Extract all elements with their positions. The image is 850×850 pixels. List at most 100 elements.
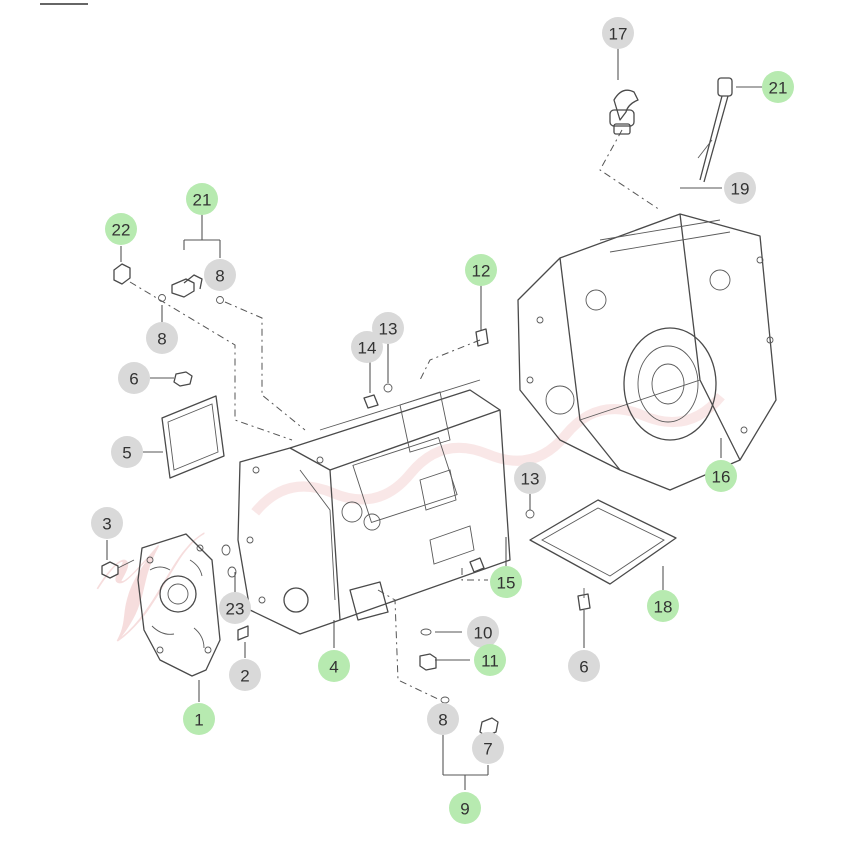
- callout-circle: [186, 183, 218, 215]
- callout-circle: [229, 659, 261, 691]
- callout-label: 8: [157, 330, 166, 349]
- callout-c14: 14: [351, 331, 383, 363]
- stud-part: [475, 328, 489, 347]
- callout-label: 22: [112, 221, 131, 240]
- cover-plate-part: [161, 371, 225, 479]
- callout-label: 21: [769, 79, 788, 98]
- callout-c12: 12: [465, 254, 497, 286]
- callout-label: 21: [193, 191, 212, 210]
- callout-label: 3: [102, 515, 111, 534]
- front-housing-part: [237, 379, 511, 635]
- callout-c13a: 13: [372, 312, 404, 344]
- front-cover-part: [137, 533, 221, 677]
- callout-circle: [602, 17, 634, 49]
- callout-label: 13: [379, 320, 398, 339]
- callout-label: 9: [460, 800, 469, 819]
- callout-circle: [490, 566, 522, 598]
- callout-circle: [705, 460, 737, 492]
- callout-label: 5: [122, 444, 131, 463]
- callout-label: 8: [438, 711, 447, 730]
- callout-label: 16: [712, 468, 731, 487]
- callout-label: 13: [521, 470, 540, 489]
- callout-c7: 7: [472, 732, 504, 764]
- callout-c5: 5: [111, 436, 143, 468]
- callout-c8b: 8: [146, 322, 178, 354]
- callout-label: 2: [240, 667, 249, 686]
- callout-circle: [514, 462, 546, 494]
- callout-label: 1: [194, 711, 203, 730]
- callout-c4: 4: [318, 650, 350, 682]
- callout-circle: [183, 703, 215, 735]
- callout-label: 8: [215, 267, 224, 286]
- callout-c2: 2: [229, 659, 261, 691]
- callout-circle: [91, 507, 123, 539]
- callout-c21a: 21: [762, 71, 794, 103]
- callout-circle: [111, 436, 143, 468]
- callout-c22: 22: [105, 213, 137, 245]
- callout-label: 6: [129, 370, 138, 389]
- bottom-cover-plate-part: [529, 499, 677, 611]
- callout-circle: [449, 792, 481, 824]
- breather-elbow-part: [609, 89, 639, 135]
- callout-circle: [146, 322, 178, 354]
- callout-circle: [724, 172, 756, 204]
- callout-c13b: 13: [514, 462, 546, 494]
- callout-c23: 23: [219, 592, 251, 624]
- bottom-plug-part: [440, 696, 499, 737]
- hydraulic-fittings-part: [113, 263, 224, 304]
- callout-circle: [647, 590, 679, 622]
- callout-circle: [351, 331, 383, 363]
- callout-circle: [762, 71, 794, 103]
- callout-circle: [372, 312, 404, 344]
- callout-c16: 16: [705, 460, 737, 492]
- callout-c8a: 8: [204, 259, 236, 291]
- callout-label: 19: [731, 180, 750, 199]
- callout-circle: [472, 732, 504, 764]
- callout-c19: 19: [724, 172, 756, 204]
- dowel-pin-part: [237, 625, 249, 641]
- callout-circle: [427, 703, 459, 735]
- callout-label: 6: [579, 658, 588, 677]
- callout-c17: 17: [602, 17, 634, 49]
- callout-circle: [219, 592, 251, 624]
- callout-c6b: 6: [568, 650, 600, 682]
- callout-label: 15: [497, 574, 516, 593]
- callout-c8c: 8: [427, 703, 459, 735]
- svg-text:𝒱: 𝒱: [66, 506, 232, 674]
- callout-label: 14: [358, 339, 377, 358]
- callout-circle: [204, 259, 236, 291]
- drain-plug-part: [419, 628, 437, 671]
- callout-label: 4: [329, 658, 338, 677]
- callout-circle: [118, 362, 150, 394]
- callout-label: 10: [474, 624, 493, 643]
- callout-c18: 18: [647, 590, 679, 622]
- bolt-part: [101, 559, 135, 579]
- o-ring-part: [221, 544, 237, 578]
- callout-circle: [474, 644, 506, 676]
- callout-c11: 11: [474, 644, 506, 676]
- callout-circle: [318, 650, 350, 682]
- dipstick-part: [697, 77, 733, 183]
- callout-label: 18: [654, 598, 673, 617]
- callout-c9: 9: [449, 792, 481, 824]
- callout-label: 11: [481, 652, 499, 671]
- callout-label: 7: [483, 740, 492, 759]
- callout-circle: [467, 616, 499, 648]
- callout-label: 12: [472, 262, 491, 281]
- leader-lines: [106, 48, 762, 790]
- callout-c21b: 21: [186, 183, 218, 215]
- callout-c1: 1: [183, 703, 215, 735]
- callout-c15: 15: [490, 566, 522, 598]
- plug-part: [363, 383, 535, 573]
- callout-label: 23: [226, 600, 245, 619]
- callout-circle: [568, 650, 600, 682]
- callout-circle: [105, 213, 137, 245]
- callout-c6a: 6: [118, 362, 150, 394]
- callout-c10: 10: [467, 616, 499, 648]
- callout-circle: [465, 254, 497, 286]
- callout-c3: 3: [91, 507, 123, 539]
- callout-label: 17: [609, 25, 628, 44]
- rear-housing-part: [517, 213, 777, 491]
